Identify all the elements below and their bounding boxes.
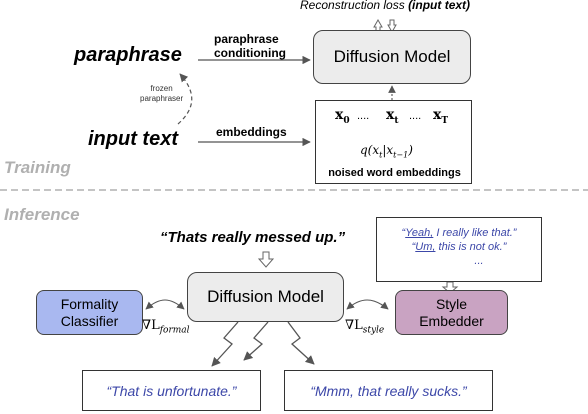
output-text-2: “Mmm, that really sucks.” [310, 382, 467, 399]
inference-model-label: Diffusion Model [207, 287, 324, 306]
paraphrase-label: paraphrase [74, 44, 182, 66]
noised-embeddings-box: x0 .... xt .... xT q(xt|xt−1) noised wor… [315, 100, 472, 184]
frozen-paraphraser-arrow [177, 73, 193, 125]
style-line-1: Style [435, 295, 468, 312]
formal-gradient-label: ∇Lformal [142, 318, 190, 336]
formality-line-2: Classifier [60, 312, 119, 329]
reference-examples-box: “Yeah, I really like that.” “Um, this is… [376, 217, 542, 282]
output-text-1: “That is unfortunate.” [106, 382, 237, 399]
inference-diffusion-model: Diffusion Model [187, 272, 344, 322]
inference-input-quote: “Thats really messed up.” [160, 229, 346, 246]
frozen-paraphraser-label: frozen paraphraser [140, 84, 183, 104]
transition-expression: q(xt|xt−1) [360, 143, 413, 160]
input-quote-arrow [257, 251, 275, 268]
output-arrow-middle [243, 321, 269, 361]
dots-1: .... [357, 110, 370, 122]
output-arrow-right [287, 321, 315, 365]
style-gradient-arrow [346, 299, 389, 310]
conditioning-line-1: paraphrase [214, 32, 279, 46]
input-text-label: input text [88, 128, 178, 150]
recon-loss-arrows [373, 18, 397, 34]
recon-loss-prefix: Reconstruction loss [300, 0, 405, 12]
noised-caption: noised word embeddings [328, 167, 461, 179]
style-line-2: Embedder [419, 312, 484, 329]
style-gradient-label: ∇Lstyle [345, 318, 385, 336]
dots-2: .... [409, 110, 422, 122]
xT-term: xT [433, 107, 449, 126]
recon-loss-label: Reconstruction loss (input text) [300, 0, 470, 12]
style-embedder-box: Style Embedder [395, 290, 508, 335]
reference-line-2: “Um, this is not ok.” [411, 241, 507, 253]
x0-term: x0 [335, 107, 350, 126]
conditioning-line-2: conditioning [214, 46, 286, 60]
reference-line-3: ... [474, 255, 484, 267]
frozen-line: frozen [150, 84, 173, 93]
formality-gradient-arrow [145, 299, 185, 310]
embeddings-label: embeddings [216, 125, 287, 139]
formality-classifier-box: Formality Classifier [36, 290, 143, 335]
recon-loss-target: (input text) [408, 0, 471, 12]
paraphraser-line: paraphraser [140, 94, 184, 103]
inference-section-label: Inference [4, 205, 80, 224]
output-box-1: “That is unfortunate.” [82, 370, 261, 411]
output-arrow-left [211, 321, 239, 367]
output-box-2: “Mmm, that really sucks.” [284, 370, 493, 411]
training-model-label: Diffusion Model [333, 47, 451, 66]
formality-line-1: Formality [60, 295, 119, 312]
training-section-label: Training [4, 158, 71, 177]
training-diffusion-model: Diffusion Model [313, 30, 471, 84]
xt-term: xt [386, 107, 399, 126]
paraphrase-conditioning-label: paraphrase conditioning [214, 32, 286, 60]
reference-line-1: “Yeah, I really like that.” [401, 227, 517, 239]
